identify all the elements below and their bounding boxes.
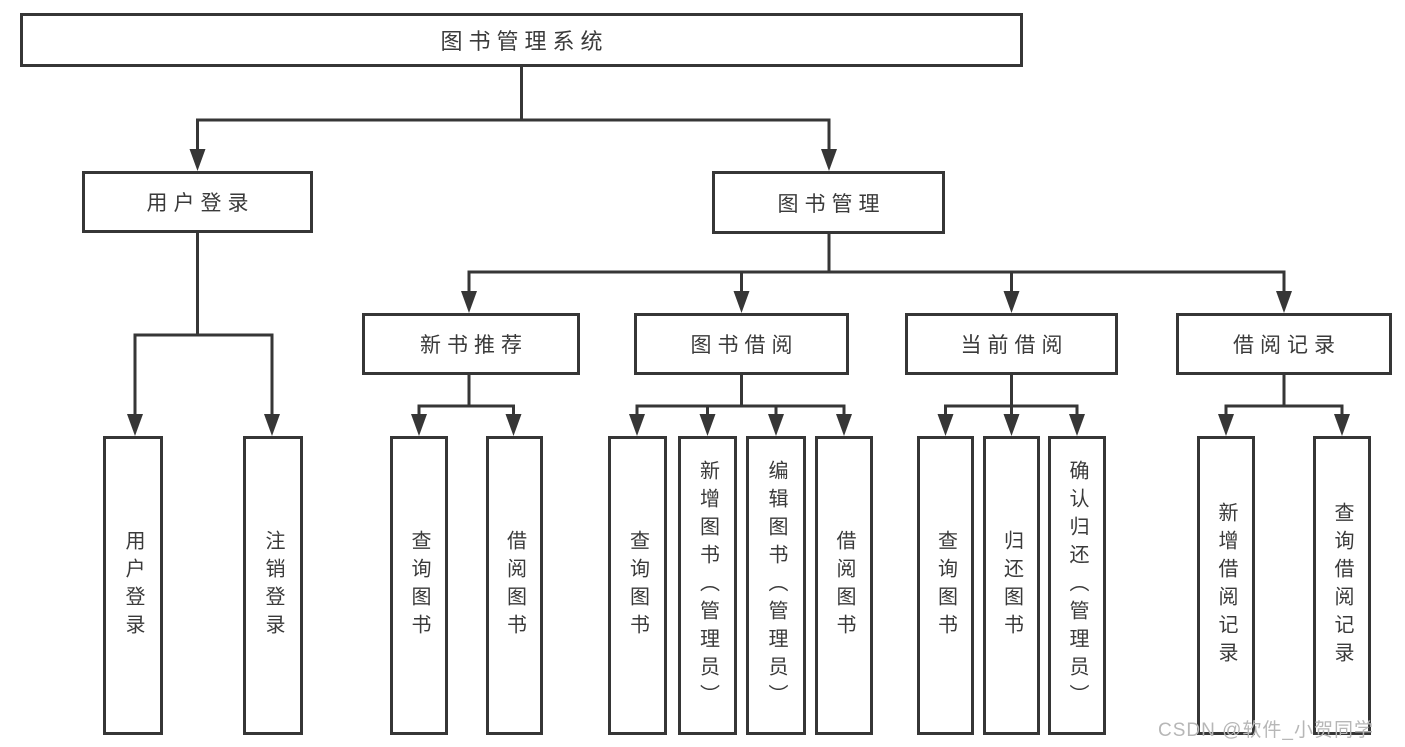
leaf-newrec-query-books: 查询图书 (390, 436, 448, 735)
leaf-newrec-borrow-books: 借阅图书 (486, 436, 543, 735)
leaf-records-query-record: 查询借阅记录 (1313, 436, 1371, 735)
leaf-current-confirm-return-admin: 确认归还（管理员） (1048, 436, 1106, 735)
leaf-borrowing-add-books-admin: 新增图书（管理员） (678, 436, 737, 735)
node-user-login: 用户登录 (82, 171, 313, 233)
arrowheads (127, 149, 1350, 436)
leaf-records-add-record: 新增借阅记录 (1197, 436, 1255, 735)
leaf-current-query-books: 查询图书 (917, 436, 974, 735)
node-borrowing-records: 借阅记录 (1176, 313, 1392, 375)
node-book-borrowing: 图书借阅 (634, 313, 849, 375)
leaf-borrowing-query-books: 查询图书 (608, 436, 667, 735)
node-new-book-recommend: 新书推荐 (362, 313, 580, 375)
node-book-management: 图书管理 (712, 171, 945, 234)
leaf-logout: 注销登录 (243, 436, 303, 735)
leaf-current-return-books: 归还图书 (983, 436, 1040, 735)
leaf-user-login: 用户登录 (103, 436, 163, 735)
node-library-system: 图书管理系统 (20, 13, 1023, 67)
csdn-watermark: CSDN @软件_小贺同学 (1158, 720, 1374, 741)
leaf-borrowing-edit-books-admin: 编辑图书（管理员） (746, 436, 806, 735)
leaf-borrowing-borrow-books: 借阅图书 (815, 436, 873, 735)
node-current-borrowing: 当前借阅 (905, 313, 1118, 375)
